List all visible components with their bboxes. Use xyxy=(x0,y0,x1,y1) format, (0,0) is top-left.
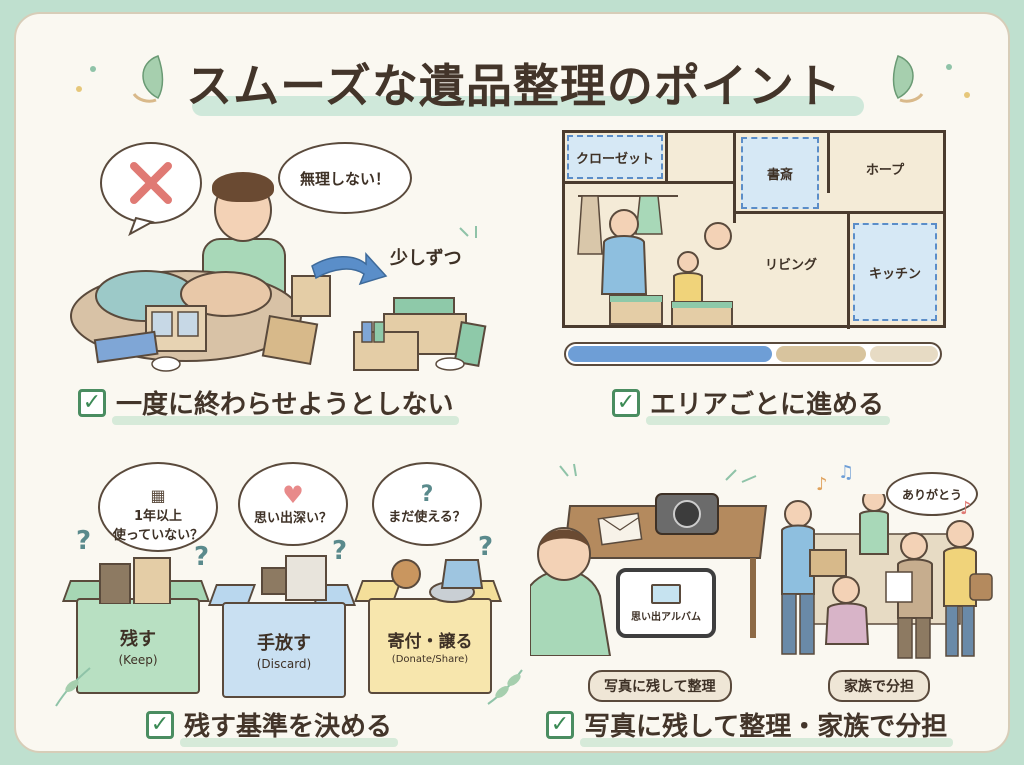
caption-panel2: ✓ エリアごとに進める xyxy=(612,384,891,425)
cross-bubble xyxy=(100,142,202,237)
box-contents-illustration xyxy=(99,555,484,604)
question-mark-icon: ? xyxy=(332,536,348,566)
decor-dot xyxy=(946,64,952,70)
arrow-right-icon xyxy=(311,252,388,286)
room-closet: クローゼット xyxy=(567,135,663,179)
sparkle-icon xyxy=(459,226,477,238)
sprig-icon xyxy=(55,667,91,707)
checkbox-icon: ✓ xyxy=(612,388,640,417)
question-bubble-usable: ? まだ使える？ xyxy=(372,462,482,546)
thought-bubble-no-strain: 無理しない！ xyxy=(278,142,412,214)
sprig-icon xyxy=(487,669,523,705)
little-by-little-label: 少しずつ xyxy=(390,248,462,269)
music-note-icon: ♪ xyxy=(816,474,828,495)
room-living: リビング xyxy=(764,257,817,273)
calendar-icon: ▦ xyxy=(150,485,166,505)
heart-icon: ♥ xyxy=(282,480,304,509)
thanks-bubble: ありがとう xyxy=(886,472,978,516)
clutter-pile xyxy=(70,270,331,372)
music-note-icon: ♫ xyxy=(838,462,855,483)
box-donate: 寄付・譲る (Donate/Share) xyxy=(368,598,492,694)
decor-dot xyxy=(964,92,970,98)
checkbox-icon: ✓ xyxy=(146,710,174,739)
decor-dot xyxy=(76,86,82,92)
question-mark-icon: ? xyxy=(76,526,92,556)
tag-family: 家族で分担 xyxy=(828,670,930,702)
progress-segment-later xyxy=(870,346,938,362)
phone-album-label: 思い出アルバム xyxy=(631,611,701,623)
checkbox-icon: ✓ xyxy=(546,710,574,739)
room-study: 書斎 xyxy=(741,137,819,209)
caption-panel1: ✓ 一度に終わらせようとしない xyxy=(78,384,460,425)
cross-icon xyxy=(130,162,172,204)
caption-panel3: ✓ 残す基準を決める xyxy=(146,706,399,747)
tag-photo: 写真に残して整理 xyxy=(588,670,732,702)
sparkle-icon xyxy=(725,469,757,483)
page-title: スムーズな遺品整理のポイント xyxy=(186,59,842,113)
question-mark-icon: ? xyxy=(478,532,494,562)
box-keep: 残す (Keep) xyxy=(76,598,200,694)
image-icon xyxy=(651,583,681,604)
question-bubble-memorable: ♥ 思い出深い？ xyxy=(238,462,348,546)
question-mark-icon: ? xyxy=(194,542,210,572)
checkbox-icon: ✓ xyxy=(78,388,106,417)
family-sorting-illustration xyxy=(577,195,733,326)
person-hair xyxy=(212,172,274,202)
title-highlight xyxy=(192,96,864,116)
progress-segment-next xyxy=(776,346,866,362)
leaf-icon-right xyxy=(892,55,924,103)
phone: 思い出アルバム xyxy=(616,568,716,638)
music-note-icon: ♪ xyxy=(960,498,972,519)
decor-dot xyxy=(90,66,96,72)
room-kitchen: キッチン xyxy=(853,223,937,321)
caption-panel4: ✓ 写真に残して整理・家族で分担 xyxy=(546,706,954,747)
leaf-icon-left xyxy=(132,55,164,103)
area-progress-bar xyxy=(564,342,942,366)
question-icon: ? xyxy=(420,481,434,507)
progress-segment-done xyxy=(568,346,772,362)
small-box-stack xyxy=(353,297,487,371)
photo-table-illustration xyxy=(530,493,768,656)
question-bubble-unused: ▦ 1年以上 使っていない？ xyxy=(98,462,218,552)
family-sharing-illustration xyxy=(781,494,993,659)
room-hall: ホープ xyxy=(865,162,905,178)
box-discard: 手放す (Discard) xyxy=(222,602,346,698)
infographic-card: スムーズな遺品整理のポイント 無理しない！ xyxy=(14,12,1010,753)
sparkle-icon xyxy=(559,463,577,477)
thought-text: 無理しない！ xyxy=(299,169,390,188)
